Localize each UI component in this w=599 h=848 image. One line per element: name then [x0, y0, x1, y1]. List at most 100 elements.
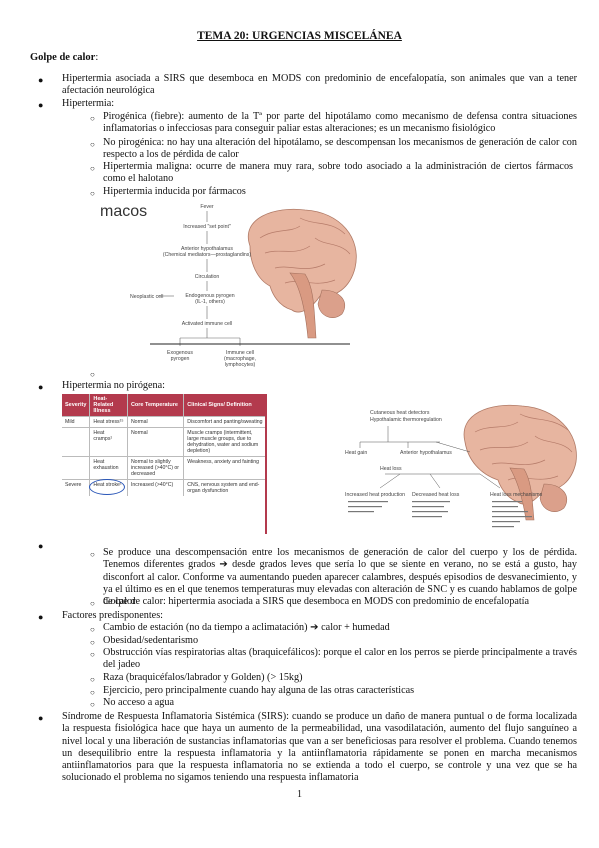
sub-bullet-marker: ○ — [90, 189, 95, 198]
heat-illness-table-figure: Severity Heat-Related Illness Core Tempe… — [62, 394, 267, 534]
thermoregulation-figure: Cutaneous heat detectors Hypothalamic th… — [340, 402, 585, 532]
macrophage-label: (macrophage, — [224, 356, 256, 362]
il1-label: (IL-1, others) — [195, 299, 225, 305]
table-cell: Severe — [62, 479, 90, 496]
sub-bullet-marker: ○ — [90, 650, 95, 659]
table-cell: CNS, nervous system and end-organ dysfun… — [183, 479, 267, 496]
immune-cell-label: Immune cell — [226, 350, 254, 356]
exogenous-label: Exogenous — [167, 350, 193, 356]
table-header-row: Severity Heat-Related Illness Core Tempe… — [62, 394, 267, 417]
page-number: 1 — [297, 789, 302, 800]
fever-label: Fever — [200, 204, 214, 210]
bullet-no-pirogena: Hipertermia no pirógena: — [62, 380, 165, 391]
fever-pathway-figure: macos Fever Increased "set point" Anteri… — [100, 198, 365, 370]
bullet-marker: ● — [38, 100, 44, 110]
sub-bullet-raza: Raza (braquicéfalos/labrador y Golden) (… — [103, 672, 303, 683]
table-border — [265, 394, 267, 534]
brain-illustration — [247, 208, 357, 339]
set-point-label: Increased "set point" — [183, 224, 231, 230]
heat-illness-table: Severity Heat-Related Illness Core Tempe… — [62, 394, 267, 496]
table-cell: Discomfort and panting/sweating — [183, 416, 267, 428]
thermo-label-6: Increased heat production — [345, 492, 405, 498]
table-cell: Weakness, anxiety and fainting — [183, 456, 267, 480]
sub-bullet-marker: ○ — [90, 140, 95, 149]
sub-bullet-farmacos: Hipertermia inducida por fármacos — [103, 186, 246, 197]
sub-bullet-marker: ○ — [90, 370, 95, 379]
section-label: Golpe de calor — [30, 52, 96, 63]
document-title: TEMA 20: URGENCIAS MISCELÁNEA — [197, 30, 402, 42]
highlight-circle — [89, 479, 126, 495]
table-cell: Increased (>40°C) — [126, 479, 184, 496]
table-row: Mild Heat stress¹⁵ Normal Discomfort and… — [62, 416, 267, 428]
table-cell: Normal — [126, 416, 184, 428]
thermo-label-2: Hypothalamic thermoregulation — [370, 417, 442, 423]
thermo-label-5: Heat loss — [380, 466, 402, 472]
circulation-label: Circulation — [195, 274, 220, 280]
table-cell: Mild — [62, 416, 90, 428]
table-row: Severe Heat stroke¹ Increased (>40°C) CN… — [62, 479, 267, 496]
table-cell: Heat stress¹⁵ — [89, 416, 128, 428]
table-cell: Normal — [126, 427, 184, 457]
sub-bullet-marker: ○ — [90, 625, 95, 634]
anterior-hypothalamus-label: Anterior hypothalamus — [181, 246, 233, 252]
bullet-hipertermia: Hipertermia: — [62, 98, 115, 109]
sub-bullet-marker: ○ — [90, 675, 95, 684]
sub-bullet-obesidad: Obesidad/sedentarismo — [103, 635, 199, 646]
bullet-marker: ● — [38, 75, 44, 85]
sub-bullet-marker: ○ — [90, 688, 95, 697]
sub-bullet-no-pirogenica: No pirogénica: no hay una alteración del… — [103, 137, 577, 161]
table-cell: Heat cramps¹ — [89, 427, 128, 457]
thermo-label-3: Anterior hypothalamus — [400, 450, 452, 456]
bullet-sirs: Síndrome de Respuesta Inflamatoria Sisté… — [62, 711, 577, 784]
table-cell — [62, 427, 90, 457]
table-header: Heat-Related Illness — [89, 394, 128, 417]
sub-bullet-golpe-calor: Golpe de calor: hipertermia asociada a S… — [103, 596, 530, 607]
thermo-label-1: Cutaneous heat detectors — [370, 410, 430, 416]
bullet-marker: ● — [38, 612, 44, 622]
bullet-marker: ● — [38, 541, 44, 551]
sub-bullet-ejercicio: Ejercicio, pero principalmente cuando ha… — [103, 685, 415, 696]
table-header: Severity — [62, 394, 90, 417]
table-cell: Muscle cramps (intermittent, large muscl… — [183, 427, 267, 457]
sub-bullet-obstruccion: Obstrucción vías respiratorias altas (br… — [103, 647, 577, 671]
bullet-factores: Factores predisponentes: — [62, 610, 163, 621]
fever-pathway-diagram: macos Fever Increased "set point" Anteri… — [100, 203, 357, 368]
sub-bullet-marker: ○ — [90, 638, 95, 647]
sub-bullet-marker: ○ — [90, 114, 95, 123]
activated-immune-cell-label: Activated immune cell — [182, 321, 232, 327]
table-header: Core Temperature — [126, 394, 184, 417]
sub-bullet-cambio: Cambio de estación (no da tiempo a aclim… — [103, 622, 390, 633]
table-cell: Heat stroke¹ — [89, 479, 128, 496]
sub-bullet-marker: ○ — [90, 550, 95, 559]
thermo-detail-lines — [348, 501, 532, 528]
table-row: Heat cramps¹ Normal Muscle cramps (inter… — [62, 427, 267, 457]
table-cell: Normal to slightly increased (>40°C) or … — [126, 456, 184, 480]
thermo-label-7: Decreased heat loss — [412, 492, 460, 498]
sub-bullet-descompensacion: Se produce una descompensación entre los… — [103, 547, 577, 608]
bullet-marker: ● — [38, 713, 44, 723]
bullet-marker: ● — [38, 382, 44, 392]
sub-bullet-marker: ○ — [90, 164, 95, 173]
sub-bullet-pirogenica: Pirogénica (fiebre): aumento de la Tª po… — [103, 111, 577, 135]
bullet-sirs-definition: Hipertermia asociada a SIRS que desemboc… — [62, 73, 577, 97]
section-colon: : — [95, 52, 99, 63]
pyrogen-label: pyrogen — [171, 356, 190, 362]
lymphocytes-label: lymphocytes) — [225, 362, 256, 368]
endogenous-pyrogen-label: Endogenous pyrogen — [185, 293, 234, 299]
sub-bullet-maligna: Hipertermia maligna: ocurre de manera mu… — [103, 161, 573, 185]
sub-bullet-marker: ○ — [90, 700, 95, 709]
table-row: Heat exhaustion Normal to slightly incre… — [62, 456, 267, 480]
sub-bullet-agua: No acceso a agua — [103, 697, 174, 708]
sub-bullet-marker: ○ — [90, 599, 95, 608]
table-cell — [62, 456, 90, 480]
macos-label: macos — [100, 203, 147, 220]
brain-illustration-2 — [463, 404, 577, 521]
table-cell: Heat exhaustion — [89, 456, 128, 480]
thermoregulation-diagram: Cutaneous heat detectors Hypothalamic th… — [345, 404, 577, 528]
thermo-label-4: Heat gain — [345, 450, 367, 456]
table-header: Clinical Signs/ Definition — [183, 394, 267, 417]
chemical-mediators-label: (Chemical mediators—prostaglandins) — [163, 252, 251, 258]
section-heading: Golpe de calor: — [30, 52, 98, 64]
thermo-label-8: Heat loss mechanisms — [490, 492, 543, 498]
